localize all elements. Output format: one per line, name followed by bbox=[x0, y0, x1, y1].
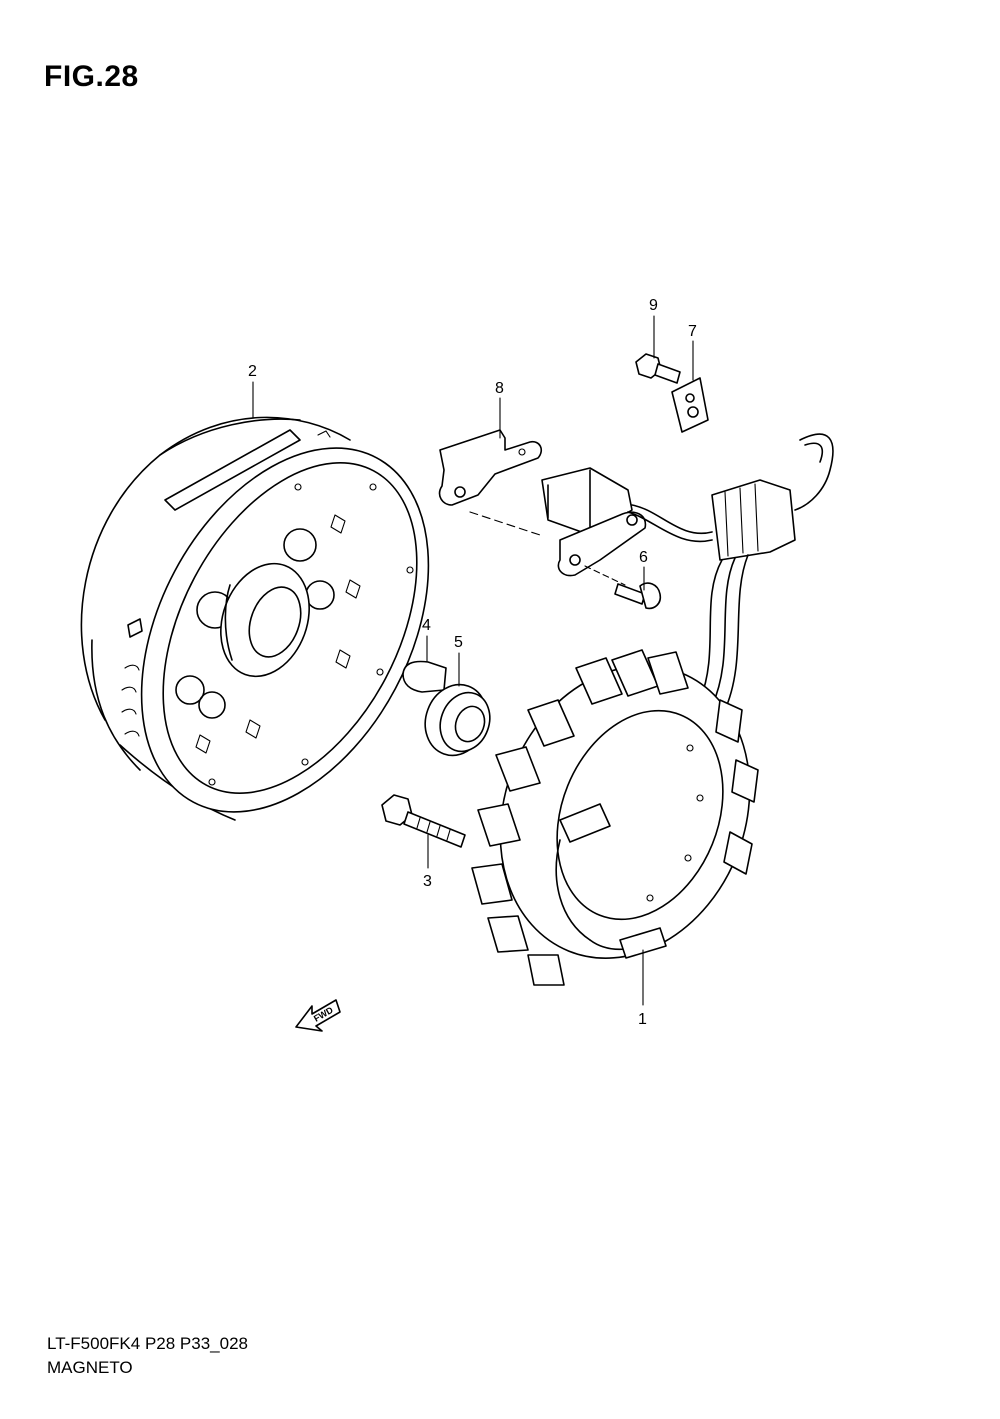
woodruff-key bbox=[402, 660, 447, 693]
callout-4: 4 bbox=[422, 617, 431, 634]
flange-bushing bbox=[424, 683, 491, 757]
screw bbox=[614, 582, 662, 610]
bolt bbox=[381, 794, 466, 848]
forward-direction-arrow: FWD bbox=[295, 999, 341, 1032]
callout-numbers: 1 2 3 4 5 6 7 8 9 bbox=[248, 297, 697, 1028]
callout-6: 6 bbox=[639, 549, 648, 566]
figure-title: FIG.28 bbox=[44, 60, 139, 93]
callout-8: 8 bbox=[495, 380, 504, 397]
diagram-code: LT-F500FK4 P28 P33_028 bbox=[47, 1334, 248, 1353]
callout-2: 2 bbox=[248, 363, 257, 380]
sensor-bracket bbox=[438, 429, 542, 536]
callout-9: 9 bbox=[649, 297, 658, 314]
flywheel-rotor bbox=[80, 416, 430, 821]
diagram-name: MAGNETO bbox=[47, 1358, 133, 1377]
callout-3: 3 bbox=[423, 873, 432, 890]
callout-leaders bbox=[252, 315, 694, 1006]
callout-1: 1 bbox=[638, 1011, 647, 1028]
callout-5: 5 bbox=[454, 634, 463, 651]
callout-7: 7 bbox=[688, 323, 697, 340]
stator-coil bbox=[471, 649, 759, 986]
pickup-coil bbox=[541, 467, 713, 586]
wire-clamp bbox=[671, 377, 709, 433]
bolt-small bbox=[635, 353, 681, 384]
